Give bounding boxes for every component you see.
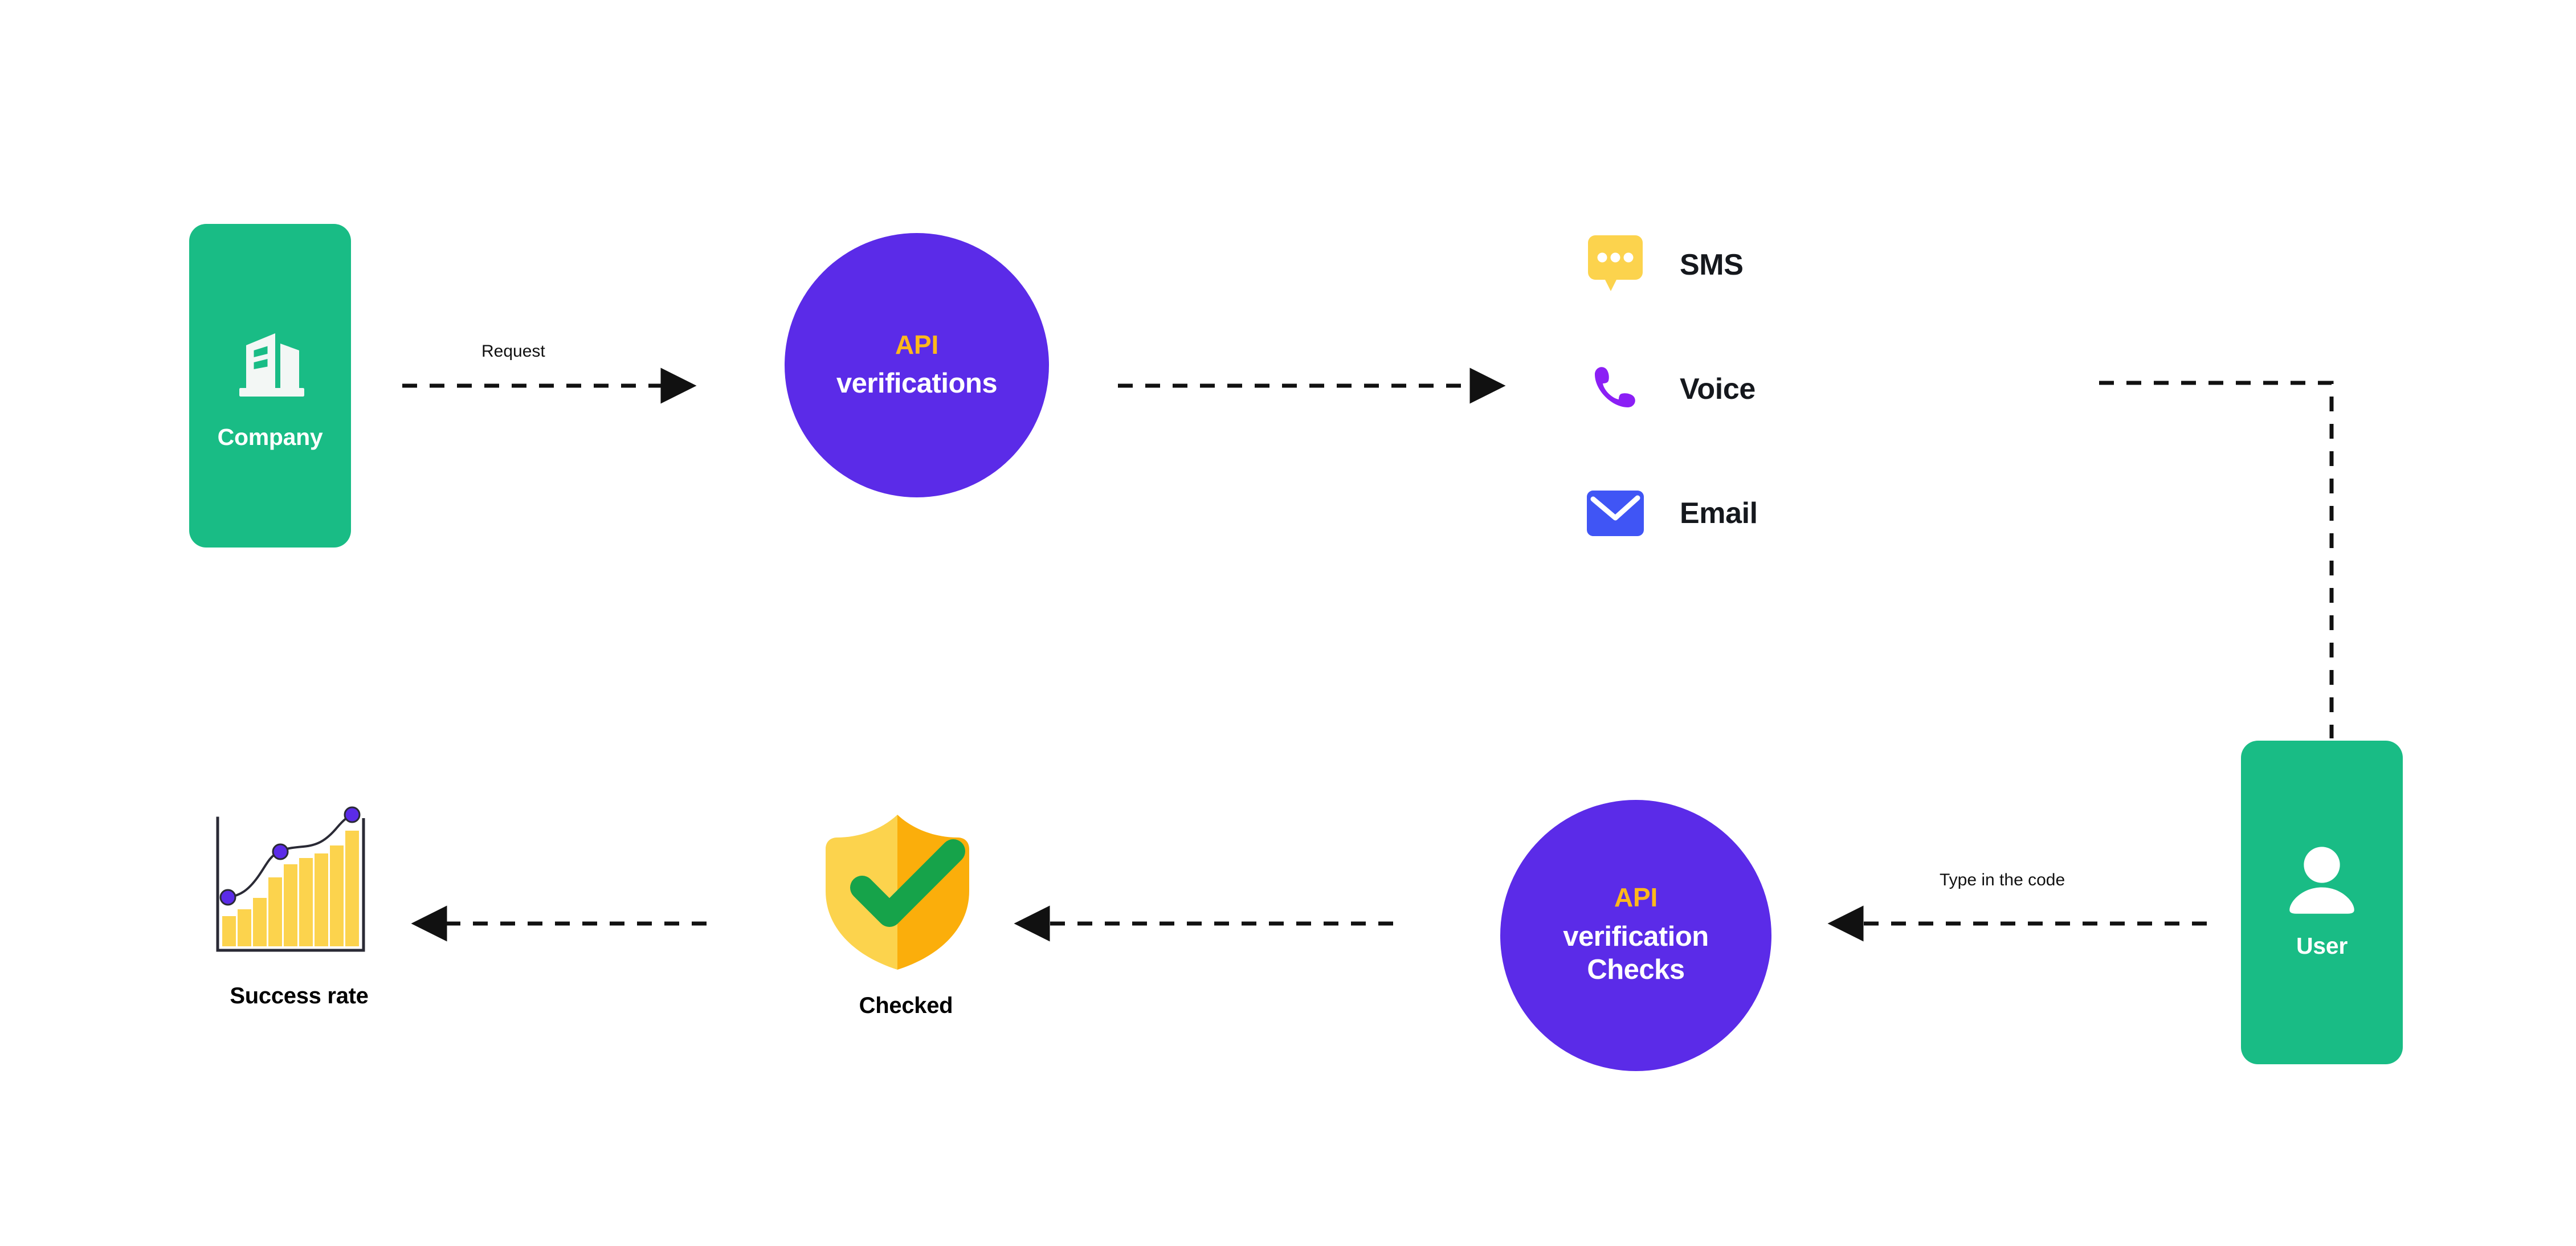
edge-label-request: Request bbox=[481, 342, 545, 361]
api-checks-title-line2: Checks bbox=[1587, 954, 1685, 985]
channel-label-sms: SMS bbox=[1680, 248, 1744, 281]
growth-bar-chart-icon bbox=[216, 806, 365, 952]
company-card-label: Company bbox=[217, 423, 323, 450]
chart-axes bbox=[216, 816, 365, 952]
user-card[interactable]: User bbox=[2241, 741, 2403, 1064]
api-verifications-title: verifications bbox=[836, 368, 998, 399]
shield-check-icon bbox=[812, 809, 1000, 977]
sms-bubble-icon bbox=[1584, 234, 1647, 296]
chart-trend-line bbox=[227, 814, 353, 898]
phone-handset-icon bbox=[1584, 358, 1647, 420]
api-verifications-node[interactable]: API verifications bbox=[785, 233, 1049, 497]
company-card[interactable]: Company bbox=[189, 224, 351, 548]
checked-block: Checked bbox=[812, 809, 1000, 1019]
api-verification-checks-kicker: API bbox=[1614, 883, 1658, 913]
success-rate-block: Success rate bbox=[205, 798, 393, 1009]
api-checks-title-line1: verification bbox=[1563, 921, 1709, 953]
checked-caption: Checked bbox=[859, 993, 953, 1018]
connector-channels-to-user bbox=[2099, 381, 2334, 738]
person-avatar-icon bbox=[2284, 846, 2359, 917]
edge-label-type-in-the-code: Type in the code bbox=[1940, 871, 2065, 889]
chart-bars bbox=[222, 831, 359, 946]
channel-label-email: Email bbox=[1680, 497, 1758, 530]
user-card-label: User bbox=[2296, 932, 2348, 959]
api-verifications-kicker: API bbox=[895, 330, 939, 360]
chart-markers bbox=[219, 806, 361, 906]
channel-label-voice: Voice bbox=[1680, 373, 1756, 406]
api-verification-checks-title: verification Checks bbox=[1563, 921, 1709, 987]
delivery-channel-list: SMS Voice Email bbox=[1584, 228, 1937, 550]
api-verification-checks-node[interactable]: API verification Checks bbox=[1500, 800, 1771, 1071]
envelope-icon bbox=[1584, 482, 1647, 545]
channel-row-sms[interactable]: SMS bbox=[1584, 228, 1937, 302]
channel-row-voice[interactable]: Voice bbox=[1584, 352, 1937, 426]
success-rate-caption: Success rate bbox=[230, 983, 369, 1008]
channel-row-email[interactable]: Email bbox=[1584, 476, 1937, 550]
office-building-icon bbox=[227, 321, 313, 407]
